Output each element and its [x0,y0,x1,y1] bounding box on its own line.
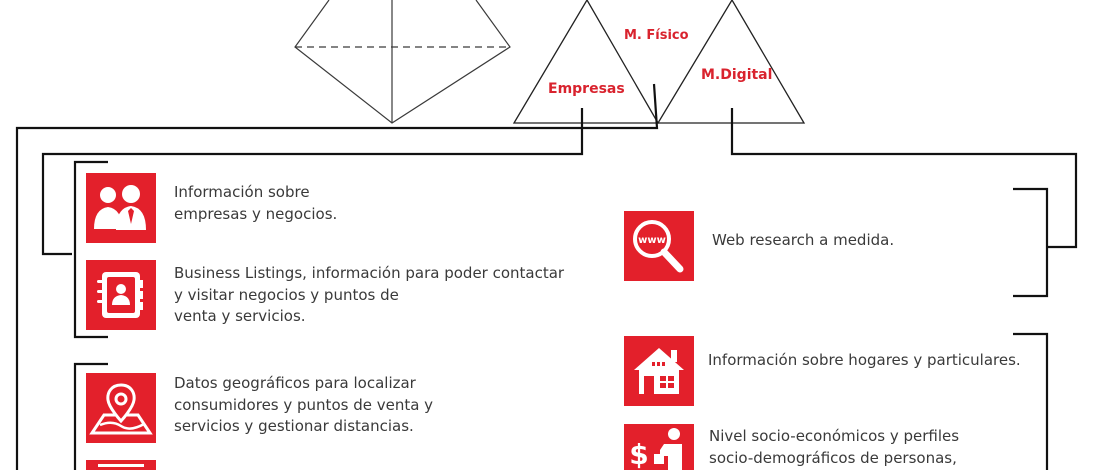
partial-tile [86,460,156,470]
map-pin-icon [86,373,156,443]
triangle-label-fisico: M. Físico [624,28,689,43]
empresas-info-text: Información sobre empresas y negocios. [174,183,338,223]
pyramid-outline [294,0,511,124]
house-icon [624,336,694,406]
market-triangles [512,0,806,124]
svg-text:$: $ [629,438,648,470]
business-listings-text: Business Listings, información para pode… [174,264,565,325]
connector-lines [15,83,1078,470]
contact-book-icon [86,260,156,330]
www-search-icon: www [624,211,694,281]
money-person-icon: $ [624,424,694,470]
socio-text: Nivel socio-económicos y perfiles socio-… [709,427,960,467]
geo-text: Datos geográficos para localizar consumi… [174,374,434,435]
triangle-label-digital: M.Digital [701,67,773,83]
people-icon [86,173,156,243]
triangle-label-empresas: Empresas [548,81,625,97]
svg-text:www: www [638,235,666,246]
web-research-text: Web research a medida. [712,231,895,249]
hogares-text: Información sobre hogares y particulares… [708,351,1021,369]
